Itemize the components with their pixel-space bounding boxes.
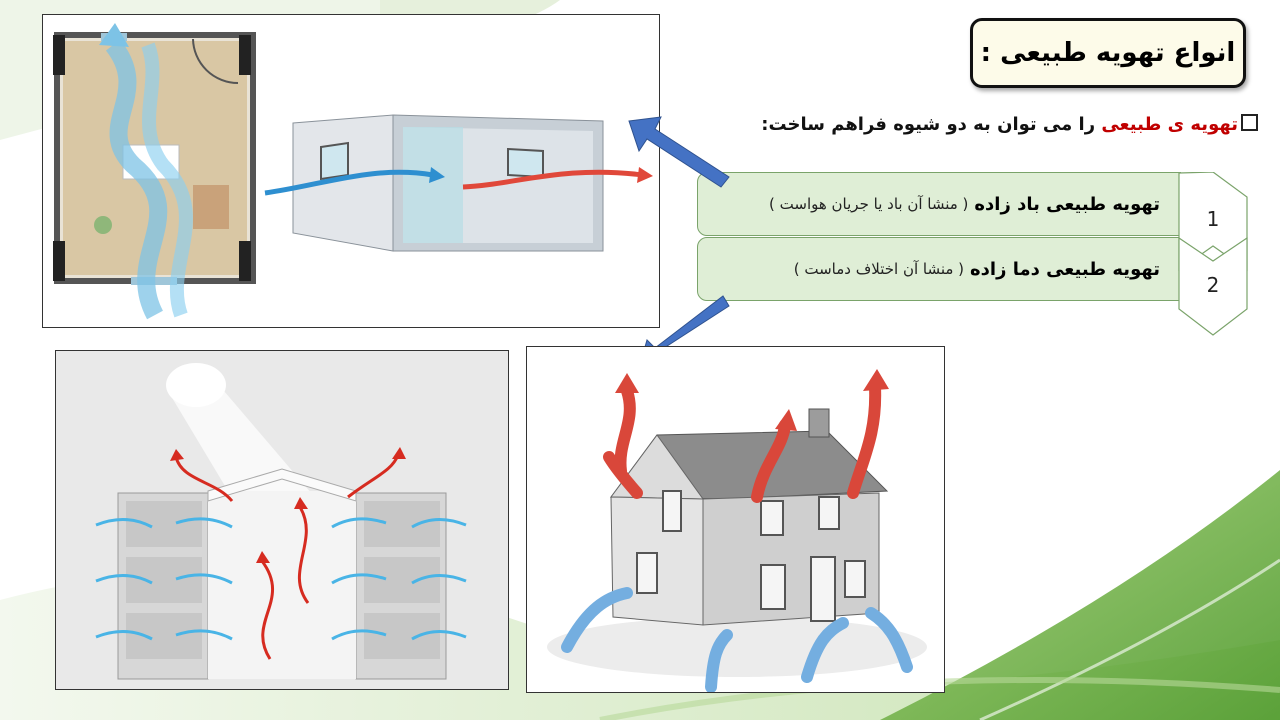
atrium-ventilation-image [55, 350, 509, 690]
intro-highlight: تهویه ی طبیعی [1101, 114, 1238, 135]
house-ventilation-image [526, 346, 945, 693]
item-2-note: ( منشا آن اختلاف دماست ) [793, 260, 965, 278]
item-1-title: تهویه طبیعی باد زاده [974, 193, 1160, 215]
item-2-number: 2 [1206, 273, 1220, 297]
intro-line: تهویه ی طبیعی را می توان به دو شیوه فراه… [738, 114, 1258, 135]
item-2-title: تهویه طبیعی دما زاده [970, 258, 1160, 280]
item-1-note: ( منشا آن باد یا جریان هواست ) [769, 195, 969, 213]
intro-text: را می توان به دو شیوه فراهم ساخت: [761, 114, 1102, 135]
arrow-to-wind-image-icon [628, 116, 730, 188]
slide-title: انواع تهویه طبیعی : [980, 38, 1236, 68]
checkbox-bullet-icon [1241, 114, 1258, 131]
title-box: انواع تهویه طبیعی : [970, 18, 1246, 88]
list-item-wind-driven: تهویه طبیعی باد زاده ( منشا آن باد یا جر… [697, 172, 1181, 236]
chevron-2-icon [1178, 237, 1248, 336]
list-item-thermal: تهویه طبیعی دما زاده ( منشا آن اختلاف دم… [697, 237, 1181, 301]
item-1-number: 1 [1206, 207, 1220, 231]
wind-ventilation-image [42, 14, 660, 328]
